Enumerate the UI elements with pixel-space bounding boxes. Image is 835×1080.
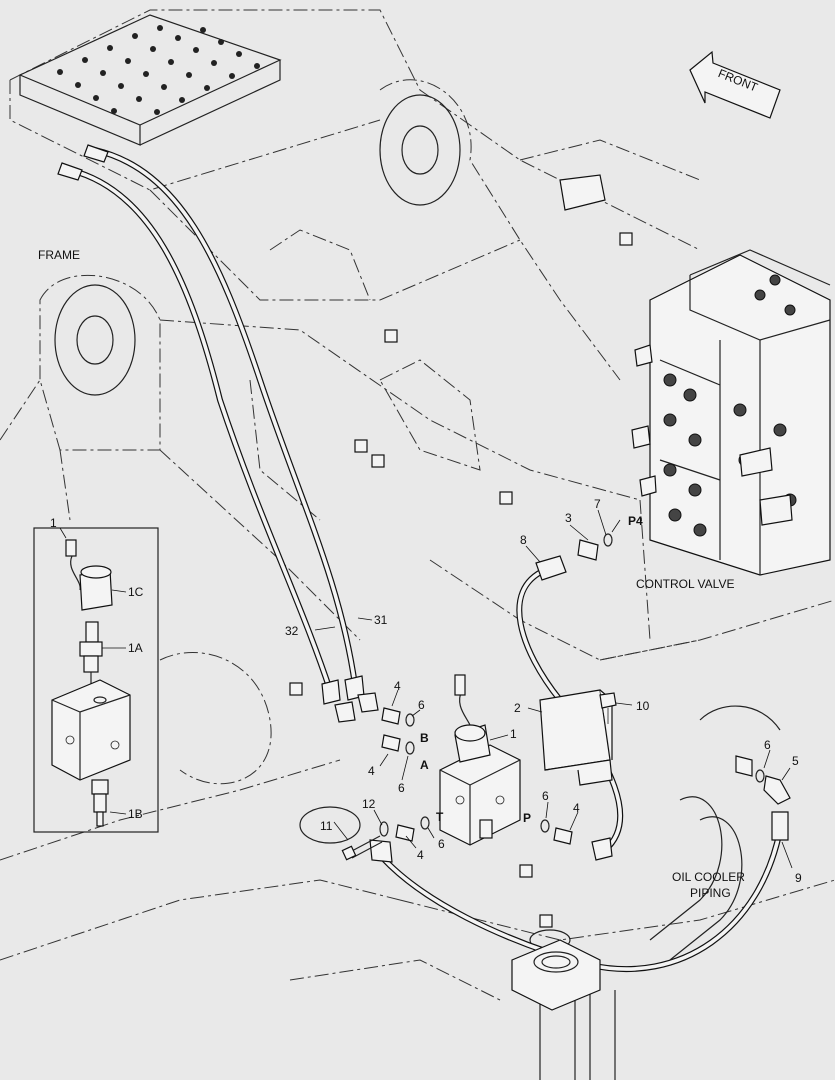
- fittings-and-orings: [381, 533, 791, 845]
- callout-12: 12: [362, 797, 376, 811]
- port-t: T: [436, 810, 444, 824]
- callout-7: 7: [594, 497, 601, 511]
- callout-6-p: 6: [542, 789, 549, 803]
- label-frame: FRAME: [38, 248, 80, 262]
- callout-1b: 1B: [128, 807, 143, 821]
- step-plate: [18, 14, 282, 146]
- callout-1-inset: 1: [50, 516, 57, 530]
- callout-2: 2: [514, 701, 521, 715]
- front-arrow: [689, 50, 781, 119]
- callout-4-right: 4: [573, 801, 580, 815]
- callout-4-top: 4: [394, 679, 401, 693]
- callout-4-bot: 4: [417, 848, 424, 862]
- label-control-valve: CONTROL VALVE: [636, 577, 734, 591]
- callout-10: 10: [636, 699, 650, 713]
- callout-5: 5: [792, 754, 799, 768]
- control-valve: [631, 249, 831, 576]
- callout-32: 32: [285, 624, 299, 638]
- callout-1c: 1C: [128, 585, 144, 599]
- frame-boss-holes: [54, 94, 571, 951]
- oil-cooler-pipes: [511, 705, 781, 1080]
- port-a: A: [420, 758, 429, 772]
- bolt-11-washer-12: [341, 821, 389, 861]
- frame-nut-blocks: [289, 174, 633, 928]
- callout-1a: 1A: [128, 641, 143, 655]
- callout-31: 31: [374, 613, 388, 627]
- callout-11: 11: [320, 819, 333, 833]
- callout-9: 9: [795, 871, 802, 885]
- callout-4-mid: 4: [368, 764, 375, 778]
- port-b: B: [420, 731, 429, 745]
- callout-6-top: 6: [418, 698, 425, 712]
- callout-6-right: 6: [764, 738, 771, 752]
- bolt-10: [599, 692, 617, 724]
- callout-6-mid: 6: [398, 781, 405, 795]
- leader-lines: [59, 509, 793, 869]
- port-p: P: [523, 811, 531, 825]
- callout-1-main: 1: [510, 727, 517, 741]
- port-p4: P4: [628, 514, 643, 528]
- label-piping: PIPING: [690, 886, 731, 900]
- callout-6-bot: 6: [438, 837, 445, 851]
- callout-8: 8: [520, 533, 527, 547]
- callout-3: 3: [565, 511, 572, 525]
- solenoid-valve-main: [439, 674, 521, 846]
- hoses-31-32: [57, 144, 379, 723]
- label-oil-cooler: OIL COOLER: [672, 870, 745, 884]
- inset-box: [33, 527, 159, 833]
